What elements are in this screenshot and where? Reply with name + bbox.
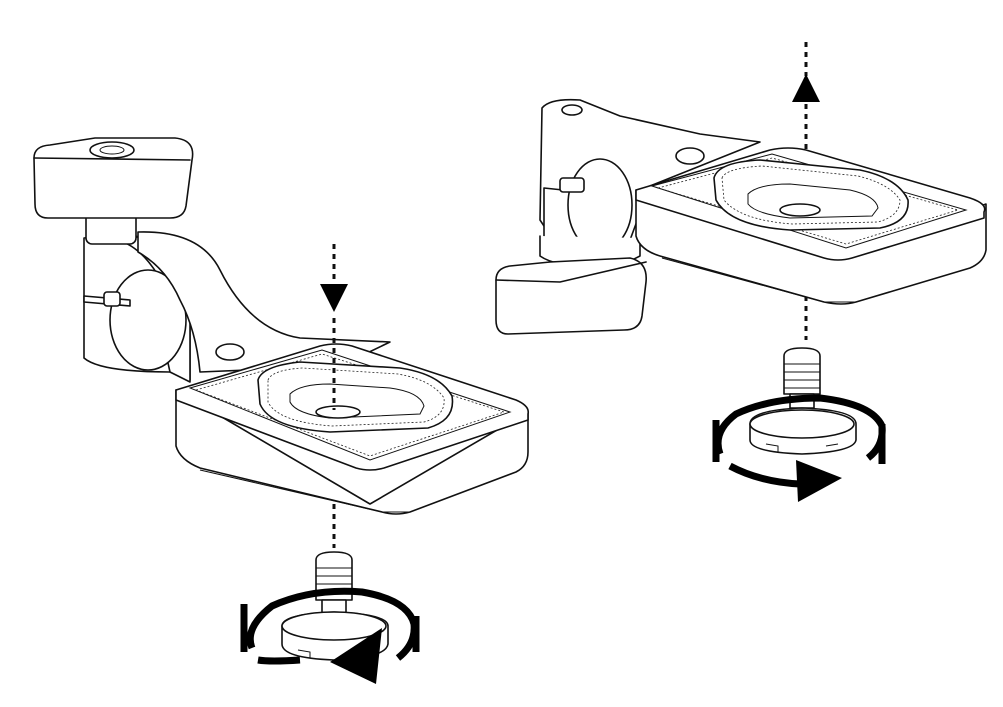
right-thumb-knob — [495, 257, 647, 335]
left-mount-assembly — [33, 137, 530, 684]
left-thumb-knob — [33, 137, 194, 245]
right-up-arrow — [792, 42, 820, 340]
left-arm-hole — [215, 343, 245, 361]
left-mounting-screw — [281, 551, 389, 661]
left-plate-slot — [257, 361, 454, 433]
left-down-arrow — [320, 244, 348, 548]
left-hex-socket — [89, 141, 135, 159]
left-rod-hole — [109, 269, 187, 371]
left-mount-arm — [137, 231, 391, 373]
left-rotate-arrow — [240, 587, 420, 684]
right-top-hole — [561, 104, 583, 116]
right-mount-assembly — [495, 42, 987, 502]
right-rotate-arrow — [712, 394, 886, 502]
right-plate-slot — [713, 159, 909, 231]
right-arm-hole — [675, 147, 705, 165]
